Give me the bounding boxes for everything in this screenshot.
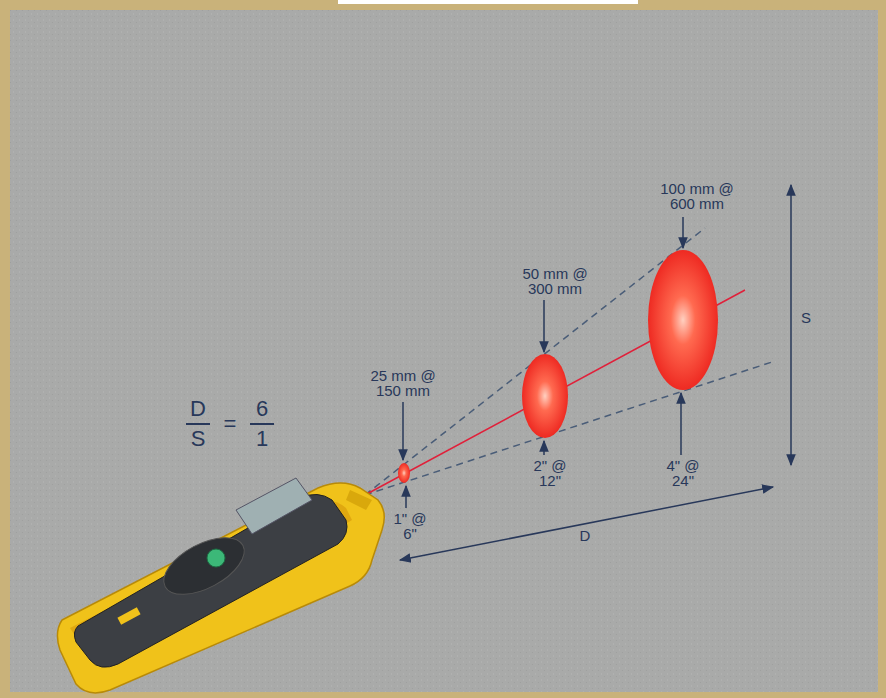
leader-arrow (543, 300, 545, 352)
beam-edge (365, 228, 705, 495)
dimension-label: S (801, 310, 811, 325)
leader-arrow (543, 441, 545, 455)
ratio-text: = (224, 413, 237, 435)
dimension-label: 50 mm @ 300 mm (519, 266, 591, 296)
beam-edge (365, 362, 772, 495)
spot-large (648, 250, 718, 390)
leader-arrow (402, 402, 404, 460)
dimension-label: D (580, 528, 591, 543)
ratio-text: S (191, 428, 206, 450)
title-strip (338, 0, 638, 4)
ratio-text: 1 (256, 428, 268, 450)
panel (10, 10, 878, 692)
fraction-bar (250, 423, 274, 425)
dimension-label: 4" @ 24" (665, 458, 701, 488)
leader-arrow (680, 393, 682, 455)
ratio-text: 6 (256, 398, 268, 420)
spot-small (398, 463, 410, 483)
dimension-label: 2" @ 12" (532, 458, 568, 488)
dimension-arrow (790, 185, 792, 465)
dimension-label: 1" @ 6" (393, 511, 427, 541)
dimension-arrow (400, 487, 773, 560)
leader-arrow (405, 486, 407, 508)
fraction-bar (186, 423, 210, 425)
spot-medium (522, 354, 568, 438)
dimension-label: 100 mm @ 600 mm (654, 181, 740, 211)
ir-thermometer (57, 478, 384, 693)
dimension-label: 25 mm @ 150 mm (368, 368, 438, 398)
leader-arrow (682, 217, 684, 248)
ratio-text: D (190, 398, 206, 420)
